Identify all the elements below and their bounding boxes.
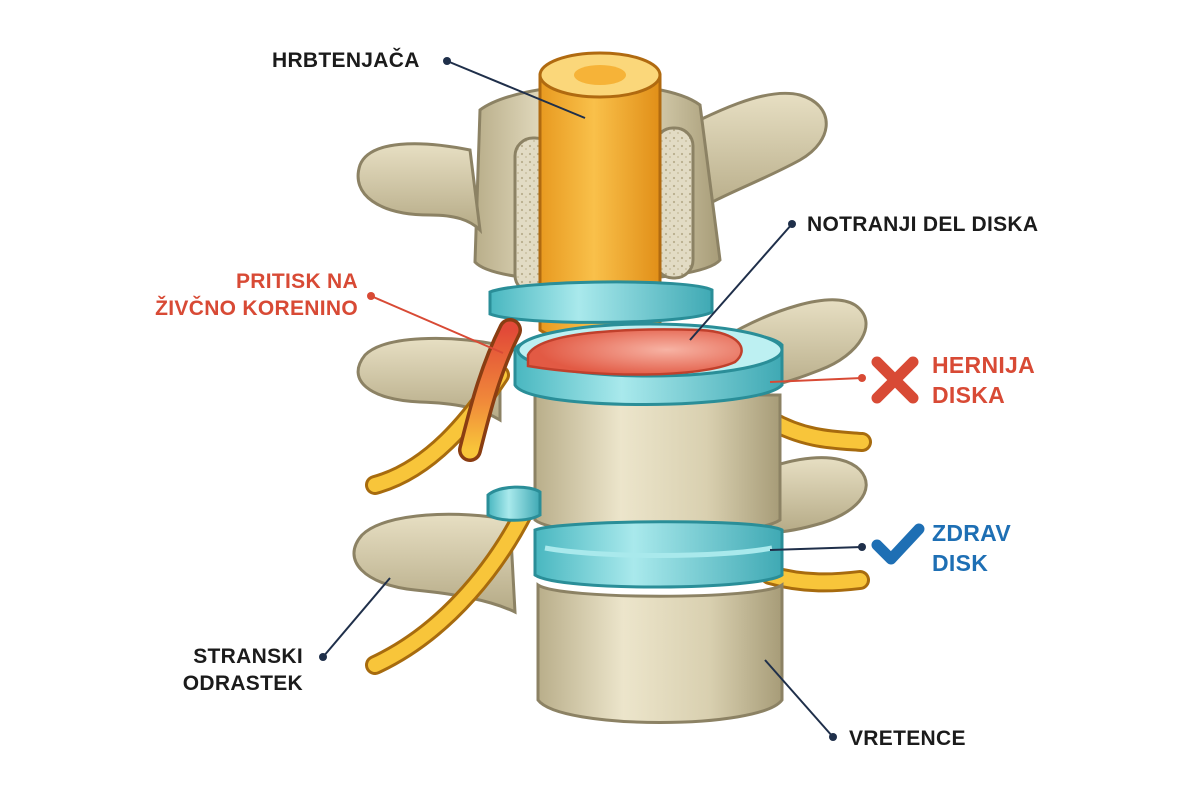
label-transverse-line1: STRANSKI bbox=[193, 645, 303, 668]
label-nucleus-text: NOTRANJI DEL DISKA bbox=[807, 213, 1039, 236]
herniated-disc bbox=[513, 322, 784, 406]
label-herniated-disc: HERNIJA DISKA bbox=[932, 350, 1035, 410]
label-spinal-cord: HRBTENJAČA bbox=[272, 47, 420, 74]
label-transverse-line2: ODRASTEK bbox=[182, 672, 303, 695]
leader-vertebra bbox=[764, 659, 834, 738]
label-vertebra: VRETENCE bbox=[849, 725, 966, 752]
compressed-nerve bbox=[458, 318, 522, 462]
lower-vertebral-body bbox=[536, 582, 784, 724]
label-healthy-disc: ZDRAV DISK bbox=[932, 518, 1011, 578]
label-vertebra-text: VRETENCE bbox=[849, 727, 966, 750]
label-transverse-process: STRANSKI ODRASTEK bbox=[183, 643, 303, 697]
leader-nucleus bbox=[689, 223, 793, 341]
label-healthy-line2: DISK bbox=[932, 550, 989, 576]
check-icon bbox=[871, 523, 925, 565]
leader-lines bbox=[319, 57, 866, 741]
middle-vertebral-body bbox=[533, 393, 782, 537]
spinal-cord bbox=[538, 51, 662, 343]
leader-nerve-pressure bbox=[370, 295, 504, 354]
leader-dot-transverse-process bbox=[319, 653, 327, 661]
leader-healthy bbox=[769, 546, 863, 551]
label-spinal-cord-text: HRBTENJAČA bbox=[272, 49, 420, 72]
leader-dot-spinal-cord bbox=[443, 57, 451, 65]
label-healthy-line1: ZDRAV bbox=[932, 520, 1012, 546]
leader-spinal-cord bbox=[446, 60, 586, 119]
label-herniated-line1: HERNIJA bbox=[932, 352, 1036, 378]
label-nerve-pressure-line2: ŽIVČNO KORENINO bbox=[155, 297, 358, 320]
label-nerve-pressure-line1: PRITISK NA bbox=[235, 270, 358, 293]
leader-dot-healthy bbox=[858, 543, 866, 551]
label-nucleus: NOTRANJI DEL DISKA bbox=[807, 211, 1038, 238]
leader-dot-nucleus bbox=[788, 220, 796, 228]
upper-small-disc bbox=[488, 280, 714, 324]
leader-dot-vertebra bbox=[829, 733, 837, 741]
label-herniated-line2: DISKA bbox=[932, 382, 1006, 408]
leader-dot-herniated bbox=[858, 374, 866, 382]
cross-icon bbox=[871, 356, 919, 404]
healthy-disc bbox=[533, 520, 784, 589]
leader-dot-nerve-pressure bbox=[367, 292, 375, 300]
leader-herniated bbox=[769, 377, 863, 383]
label-nerve-pressure: PRITISK NA ŽIVČNO KORENINO bbox=[155, 268, 358, 322]
leader-transverse-process bbox=[322, 577, 391, 658]
back-left-disc bbox=[486, 485, 542, 522]
